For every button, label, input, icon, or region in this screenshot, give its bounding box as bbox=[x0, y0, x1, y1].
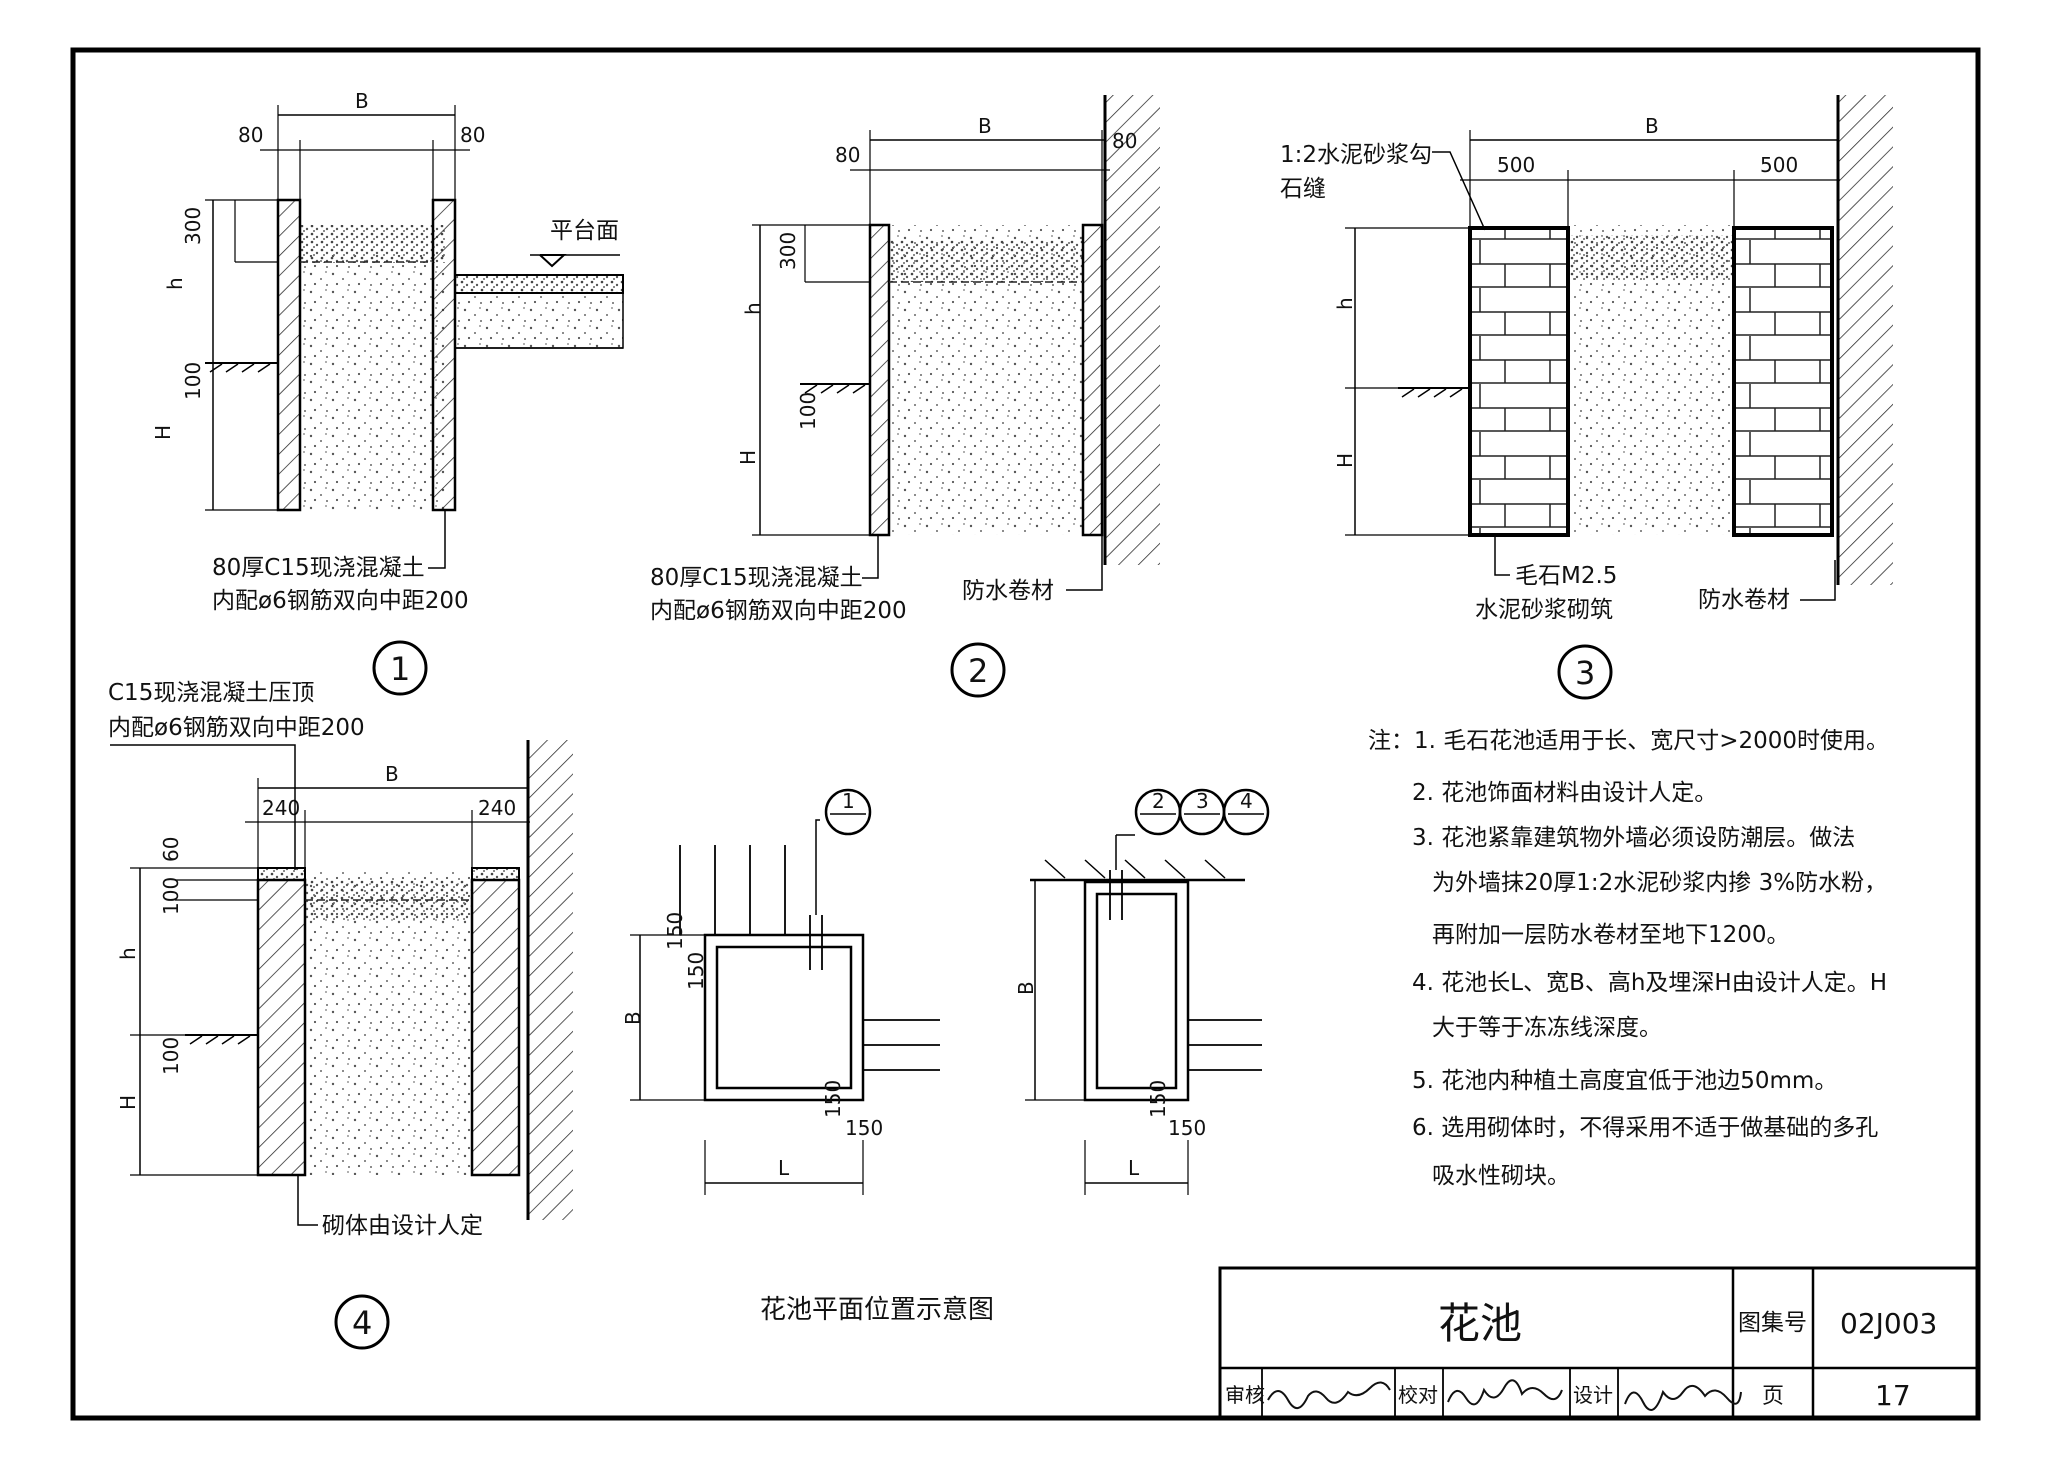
d4-dim-h: h bbox=[116, 947, 140, 960]
note-line-9: 6. 选用砌体时，不得采用不适于做基础的多孔 bbox=[1412, 1115, 1878, 1141]
note-line-10: 吸水性砌块。 bbox=[1432, 1163, 1570, 1189]
plan2-ref-3: 3 bbox=[1196, 789, 1209, 813]
note-line-8: 5. 花池内种植土高度宜低于池边50mm。 bbox=[1412, 1068, 1837, 1094]
d2-number: 2 bbox=[968, 652, 988, 690]
detail-1: 平台面 B 80 80 h 300 100 H 80厚C15现浇混凝土 内配ø6… bbox=[151, 89, 624, 696]
plan2-dim-150b: 150 bbox=[1168, 1116, 1206, 1140]
platform-label: 平台面 bbox=[550, 218, 619, 244]
d1-dim-h: h bbox=[163, 277, 187, 290]
d4-top-callout-line2: 内配ø6钢筋双向中距200 bbox=[108, 715, 365, 741]
d1-callout-line2: 内配ø6钢筋双向中距200 bbox=[212, 588, 469, 614]
d2-dim-80-right: 80 bbox=[1112, 129, 1137, 153]
plan2-ref-2: 2 bbox=[1152, 789, 1165, 813]
d2-dim-80-left: 80 bbox=[835, 143, 860, 167]
d1-dim-B: B bbox=[355, 89, 369, 113]
plan1-dim-B: B bbox=[621, 1011, 645, 1025]
d2-dim-100: 100 bbox=[796, 392, 820, 430]
d3-masonry-line2: 水泥砂浆砌筑 bbox=[1475, 597, 1613, 623]
title-text: 花池 bbox=[1438, 1299, 1522, 1348]
detail-4: B 240 240 60 100 h 100 H C15现浇混凝土压顶 内配ø6… bbox=[108, 680, 573, 1350]
d2-callout-line2: 内配ø6钢筋双向中距200 bbox=[650, 598, 907, 624]
sheet-border bbox=[70, 47, 1981, 1421]
plan2-dim-B: B bbox=[1014, 981, 1038, 995]
title-block: 花池 图集号 02J003 审核 校对 设计 页 17 bbox=[1218, 1266, 1980, 1420]
d1-dim-80-right: 80 bbox=[460, 123, 485, 147]
note-line-7: 大于等于冻冻线深度。 bbox=[1432, 1015, 1662, 1041]
d4-dim-240-right: 240 bbox=[478, 796, 516, 820]
design-signature bbox=[1624, 1385, 1742, 1411]
page-number: 17 bbox=[1875, 1379, 1911, 1412]
design-label: 设计 bbox=[1573, 1383, 1613, 1407]
note-line-6: 4. 花池长L、宽B、高h及埋深H由设计人定。H bbox=[1412, 970, 1887, 996]
d4-number: 4 bbox=[352, 1304, 372, 1342]
d3-dim-500-left: 500 bbox=[1497, 153, 1535, 177]
check-signature bbox=[1447, 1379, 1563, 1406]
d2-dim-B: B bbox=[978, 114, 992, 138]
d3-membrane-label: 防水卷材 bbox=[1698, 587, 1790, 613]
plan1-dim-150d: 150 bbox=[845, 1116, 883, 1140]
d2-membrane-label: 防水卷材 bbox=[962, 578, 1054, 604]
plan1-dim-L: L bbox=[778, 1156, 790, 1180]
plan2-ref-4: 4 bbox=[1240, 789, 1253, 813]
review-label: 审核 bbox=[1225, 1383, 1265, 1407]
d3-masonry-line1: 毛石M2.5 bbox=[1515, 563, 1617, 589]
d3-top-callout-line2: 石缝 bbox=[1280, 176, 1326, 202]
d2-dim-H: H bbox=[736, 450, 760, 465]
d3-number: 3 bbox=[1575, 654, 1595, 692]
d3-dim-h: h bbox=[1333, 297, 1357, 310]
d4-dim-60: 60 bbox=[159, 837, 183, 862]
atlas-label: 图集号 bbox=[1738, 1310, 1807, 1336]
note-line-5: 再附加一层防水卷材至地下1200。 bbox=[1432, 922, 1790, 948]
d1-number: 1 bbox=[390, 650, 410, 688]
d2-dim-h: h bbox=[741, 302, 765, 315]
d1-dim-100: 100 bbox=[181, 362, 205, 400]
d3-dim-500-right: 500 bbox=[1760, 153, 1798, 177]
plan2-dim-150a: 150 bbox=[1146, 1080, 1170, 1118]
d4-dim-100a: 100 bbox=[159, 877, 183, 915]
page-label: 页 bbox=[1762, 1384, 1784, 1409]
plan-title: 花池平面位置示意图 bbox=[760, 1295, 994, 1325]
d2-dim-300: 300 bbox=[776, 232, 800, 270]
note-line-3: 3. 花池紧靠建筑物外墙必须设防潮层。做法 bbox=[1412, 825, 1855, 851]
plan1-ref-1: 1 bbox=[842, 789, 855, 813]
d4-dim-240-left: 240 bbox=[262, 796, 300, 820]
note-line-1: 注：1. 毛石花池适用于长、宽尺寸>2000时使用。 bbox=[1368, 728, 1889, 754]
plan1-dim-150c: 150 bbox=[821, 1080, 845, 1118]
review-signature bbox=[1267, 1381, 1391, 1409]
d2-callout-line1: 80厚C15现浇混凝土 bbox=[650, 565, 863, 591]
atlas-number: 02J003 bbox=[1840, 1307, 1937, 1340]
detail-3: B 500 500 h H 1:2水泥砂浆勾 石缝 毛石M2.5 水泥砂浆砌筑 … bbox=[1280, 95, 1893, 700]
check-label: 校对 bbox=[1398, 1383, 1438, 1407]
d1-dim-80-left: 80 bbox=[238, 123, 263, 147]
plan-detail-1: 1 B 150 150 150 150 L bbox=[621, 788, 940, 1195]
plan1-dim-150b: 150 bbox=[684, 952, 708, 990]
d1-callout-line1: 80厚C15现浇混凝土 bbox=[212, 555, 425, 581]
detail-2: B 80 80 h 300 100 H 80厚C15现浇混凝土 内配ø6钢筋双向… bbox=[650, 95, 1160, 698]
d4-dim-H: H bbox=[116, 1095, 140, 1110]
d4-dim-B: B bbox=[385, 762, 399, 786]
plan-detail-2-3-4: 2 3 4 B 150 150 L bbox=[1014, 788, 1270, 1195]
d3-dim-B: B bbox=[1645, 114, 1659, 138]
note-line-4: 为外墙抹20厚1:2水泥砂浆内掺 3%防水粉， bbox=[1432, 870, 1887, 896]
note-line-2: 2. 花池饰面材料由设计人定。 bbox=[1412, 780, 1717, 806]
d1-dim-H: H bbox=[151, 425, 175, 440]
d4-dim-100b: 100 bbox=[159, 1037, 183, 1075]
d1-dim-300: 300 bbox=[181, 207, 205, 245]
d3-top-callout-line1: 1:2水泥砂浆勾 bbox=[1280, 142, 1432, 168]
plan1-dim-150a: 150 bbox=[663, 912, 687, 950]
d4-bottom-callout: 砌体由设计人定 bbox=[322, 1213, 483, 1239]
d4-top-callout-line1: C15现浇混凝土压顶 bbox=[108, 680, 314, 706]
plan2-dim-L: L bbox=[1128, 1156, 1140, 1180]
d3-dim-H: H bbox=[1333, 453, 1357, 468]
notes-block: 注：1. 毛石花池适用于长、宽尺寸>2000时使用。 2. 花池饰面材料由设计人… bbox=[1368, 728, 1889, 1189]
